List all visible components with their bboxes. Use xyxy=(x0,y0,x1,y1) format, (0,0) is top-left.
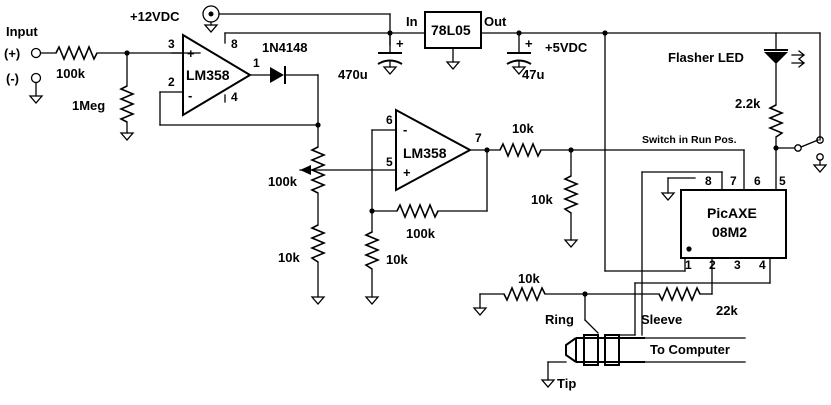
picaxe-model: 08M2 xyxy=(712,224,747,240)
diode-1n4148: 1N4148 xyxy=(249,40,321,148)
ground-ring-icon xyxy=(472,307,488,316)
vcc-5v-label: +5VDC xyxy=(545,40,588,55)
reg-in-label: In xyxy=(406,14,418,29)
pot-label: 100k xyxy=(268,174,298,189)
svg-text:3: 3 xyxy=(168,37,175,51)
resistor-10k-div-label: 10k xyxy=(531,192,553,207)
five-volt-rail xyxy=(604,32,821,272)
resistor-100k-fb-label: 100k xyxy=(406,226,436,241)
input-negative-terminal[interactable] xyxy=(30,72,42,84)
cap2-label: 47u xyxy=(522,67,544,82)
ground-pot-icon xyxy=(310,296,326,305)
regulator-name: 78L05 xyxy=(431,22,471,38)
resistor-2k2-label: 2.2k xyxy=(735,96,761,111)
opamp-1-body xyxy=(182,33,252,117)
svg-text:6: 6 xyxy=(754,174,761,188)
svg-text:6: 6 xyxy=(386,113,393,127)
ground-cap1-icon xyxy=(382,66,398,75)
input-label: Input xyxy=(6,24,38,39)
to-computer-label: To Computer xyxy=(650,342,730,357)
resistor-10k-output xyxy=(499,141,542,159)
reg-out-label: Out xyxy=(484,14,507,29)
resistor-10k-ring-label: 10k xyxy=(518,271,540,286)
ground-opamp2-icon xyxy=(364,296,380,305)
resistor-10k-br-label: 10k xyxy=(386,252,408,267)
svg-text:4: 4 xyxy=(231,90,238,104)
output-divider: 10k 10k xyxy=(499,121,745,248)
ground-12v-icon xyxy=(203,24,219,33)
ring-label: Ring xyxy=(545,312,574,327)
resistor-1meg-label: 1Meg xyxy=(72,98,105,113)
audio-jack[interactable]: Ring Sleeve To Computer Tip xyxy=(540,312,746,391)
picaxe-body xyxy=(680,189,787,259)
svg-text:7: 7 xyxy=(475,131,482,145)
picaxe-name: PicAXE xyxy=(707,205,757,221)
flasher-led: Flasher LED 2.2k xyxy=(668,49,806,191)
svg-text:8: 8 xyxy=(231,37,238,51)
opamp-1: LM358 + - 3 2 8 4 1 xyxy=(159,32,319,126)
diode-label: 1N4148 xyxy=(262,40,308,55)
svg-text:+: + xyxy=(403,165,411,180)
opamp-2-body xyxy=(395,108,473,192)
svg-text:1: 1 xyxy=(253,56,260,70)
resistor-10k-bl-label: 10k xyxy=(278,250,300,265)
svg-text:-: - xyxy=(188,88,192,103)
opamp-2: LM358 - + 6 5 7 100k 10k xyxy=(299,108,501,305)
resistor-100k-feedback xyxy=(396,202,439,220)
run-switch[interactable]: Switch in Run Pos. xyxy=(642,134,828,173)
svg-text:7: 7 xyxy=(730,174,737,188)
resistor-10k-ring xyxy=(503,285,546,303)
resistor-2k2 xyxy=(767,104,785,138)
resistor-100k-input xyxy=(55,44,98,62)
svg-text:2: 2 xyxy=(168,75,175,89)
svg-text:3: 3 xyxy=(734,258,741,272)
opamp-1-name: LM358 xyxy=(186,67,230,83)
sleeve-label: Sleeve xyxy=(641,312,682,327)
svg-text:1: 1 xyxy=(685,258,692,272)
input-positive-label: (+) xyxy=(4,46,20,61)
capacitor-47u: + 47u +5VDC xyxy=(506,32,588,82)
resistor-100k-input-label: 100k xyxy=(56,66,86,81)
resistor-10k-bottom-right xyxy=(363,231,381,270)
resistor-10k-bottom-left xyxy=(309,224,327,263)
ground-switch-icon xyxy=(812,164,828,173)
jack-tip-icon xyxy=(565,337,577,363)
svg-text:4: 4 xyxy=(759,258,766,272)
tip-label: Tip xyxy=(557,376,576,391)
svg-text:+: + xyxy=(396,36,404,51)
cap1-label: 470u xyxy=(338,67,368,82)
opamp-2-name: LM358 xyxy=(403,145,447,161)
capacitor-470u: + 470u xyxy=(338,32,404,82)
svg-text:+: + xyxy=(187,46,195,61)
supply-12v-label: +12VDC xyxy=(130,9,180,24)
svg-text:5: 5 xyxy=(779,174,786,188)
resistor-10k-output-label: 10k xyxy=(512,121,534,136)
svg-text:8: 8 xyxy=(705,174,712,188)
input-negative-label: (-) xyxy=(6,71,19,86)
ground-tip-icon xyxy=(540,379,556,388)
svg-text:5: 5 xyxy=(386,155,393,169)
switch-label: Switch in Run Pos. xyxy=(642,134,737,146)
resistor-22k xyxy=(658,285,701,303)
ground-input-icon xyxy=(28,82,44,104)
svg-text:+: + xyxy=(525,36,533,51)
svg-text:-: - xyxy=(403,122,407,137)
resistor-1meg xyxy=(118,85,136,123)
input-section: Input (+) (-) 100k 1Meg xyxy=(4,24,201,141)
serial-in-network: 22k 10k xyxy=(472,257,738,334)
input-positive-terminal[interactable] xyxy=(30,47,42,59)
led-label: Flasher LED xyxy=(668,50,744,65)
resistor-22k-label: 22k xyxy=(716,303,738,318)
led-icon xyxy=(764,52,788,64)
picaxe-chip: PicAXE 08M2 8 7 6 5 1 2 3 4 xyxy=(634,171,787,336)
ground-1meg-icon xyxy=(119,132,135,141)
ground-reg-icon xyxy=(445,61,461,70)
ground-divider-icon xyxy=(563,239,579,248)
ground-pic-icon xyxy=(660,192,676,201)
diode-triangle-icon xyxy=(270,67,284,83)
regulator-78l05: In Out 78L05 xyxy=(387,11,821,70)
resistor-10k-divider xyxy=(562,175,580,214)
ground-cap2-icon xyxy=(511,66,527,75)
